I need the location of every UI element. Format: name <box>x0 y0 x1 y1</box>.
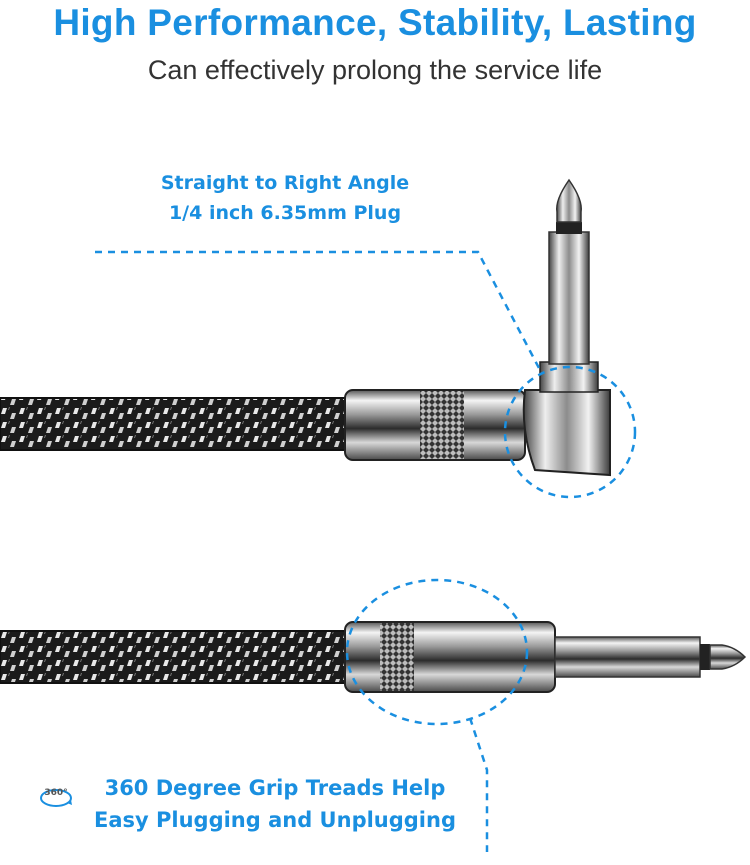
callout-grip-treads: 360 Degree Grip Treads Help Easy Pluggin… <box>60 772 490 836</box>
callout-grip-treads-line2: Easy Plugging and Unplugging <box>93 808 456 832</box>
highlight-circle-top <box>503 365 637 499</box>
plug-tip-bottom <box>709 644 747 670</box>
callout-grip-treads-line1: 360 Degree Grip Treads Help <box>104 776 446 800</box>
cable-top <box>0 398 355 450</box>
right-angle-plug <box>0 178 611 477</box>
knurl-band-top <box>420 391 464 459</box>
plug-barrel-bottom <box>344 621 556 693</box>
page-title: High Performance, Stability, Lasting <box>53 2 697 43</box>
callout-plug-type-line2: 1/4 inch 6.35mm Plug <box>168 202 402 224</box>
page-subtitle: Can effectively prolong the service life <box>147 55 603 85</box>
angle-housing <box>522 389 611 477</box>
callout-line-top <box>95 250 542 371</box>
highlight-circle-bottom <box>345 578 529 726</box>
knurl-band-bottom <box>380 623 414 691</box>
cable-bottom <box>0 631 355 683</box>
plug-sleeve-top <box>548 231 590 365</box>
plug-sleeve-bottom <box>554 636 701 678</box>
callout-line-bottom <box>468 717 489 852</box>
rotate-360-icon: 360° <box>40 788 72 807</box>
badge-text: 360° <box>44 788 67 798</box>
callout-plug-type: Straight to Right Angle 1/4 inch 6.35mm … <box>100 168 470 228</box>
plug-tip-top <box>556 178 582 223</box>
callout-plug-type-line1: Straight to Right Angle <box>160 172 410 194</box>
straight-plug <box>0 621 747 693</box>
